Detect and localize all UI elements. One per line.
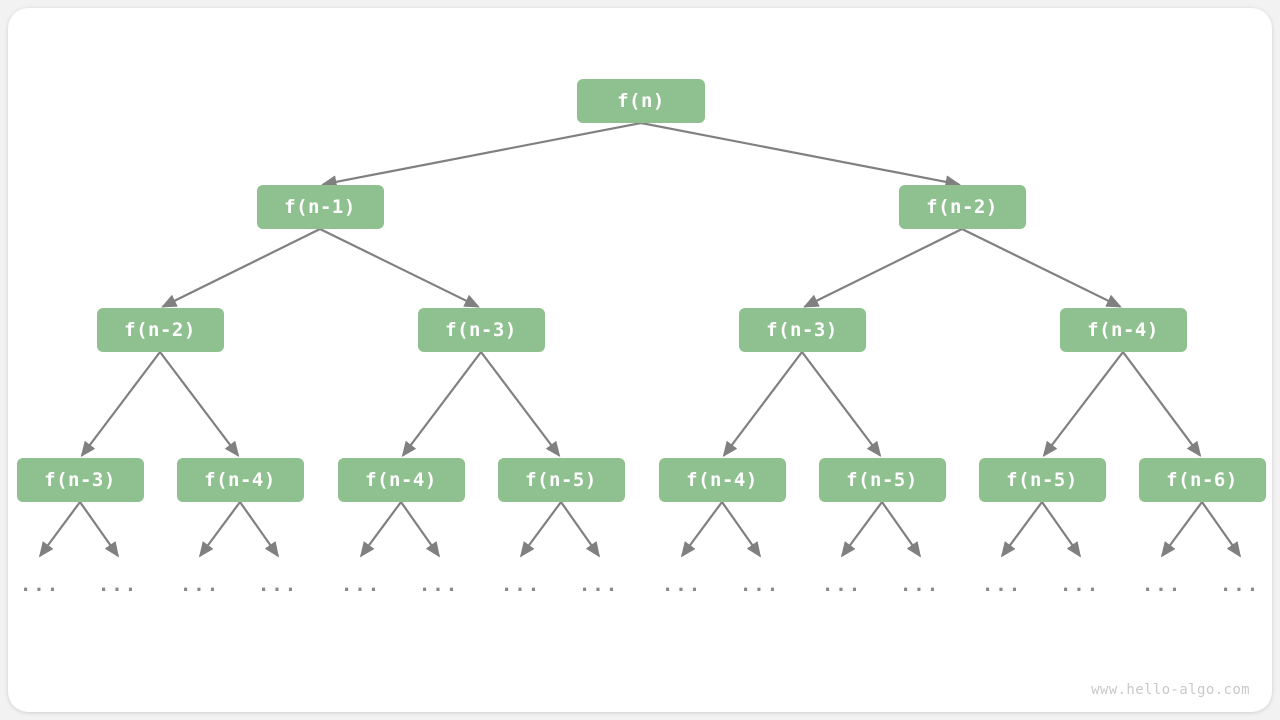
leaf-edge [239,501,280,558]
ellipsis-marker: ... [1219,574,1261,596]
leaf-edge [840,501,883,558]
tree-edge [722,351,803,458]
tree-edge [640,121,961,189]
tree-edge [801,351,882,458]
leaf-edge [79,501,120,558]
watermark: www.hello-algo.com [1091,682,1250,698]
leaf-edge [359,501,402,558]
tree-edges [80,121,1202,458]
tree-node[interactable]: f(n-4) [176,458,304,502]
leaf-edge [680,501,723,558]
tree-edge [480,351,561,458]
tree-node[interactable]: f(n-6) [1138,458,1266,502]
tree-node[interactable]: f(n-2) [96,308,224,352]
tree-node[interactable]: f(n-3) [738,308,866,352]
leaf-edge [400,501,441,558]
ellipsis-marker: ... [418,574,460,596]
tree-node[interactable]: f(n-4) [337,458,465,502]
ellipsis-marker: ... [97,574,139,596]
leaf-edge [1041,501,1082,558]
ellipsis-marker: ... [340,574,382,596]
ellipsis-marker: ... [899,574,941,596]
tree-node[interactable]: f(n-2) [898,185,1026,229]
leaf-edge [1160,501,1203,558]
tree-node[interactable]: f(n-5) [497,458,625,502]
leaf-edge [881,501,922,558]
tree-node[interactable]: f(n) [577,79,705,123]
ellipsis-marker: ... [179,574,221,596]
tree-node[interactable]: f(n-3) [16,458,144,502]
tree-edge [319,228,480,308]
leaf-edge [721,501,762,558]
diagram-card: f(n) f(n-1) f(n-2) f(n-2) f(n-3) f(n-3) f(n-4)… [8,8,1272,712]
ellipsis-marker: ... [1141,574,1183,596]
ellipsis-marker: ... [821,574,863,596]
tree-edge [1122,351,1202,458]
leaf-edge [519,501,562,558]
tree-edge [161,228,321,308]
leaf-edge [560,501,601,558]
tree-node[interactable]: f(n-3) [417,308,545,352]
tree-node[interactable]: f(n-5) [818,458,946,502]
leaf-edge [1201,501,1242,558]
leaf-edge [38,501,81,558]
leaf-edge [1000,501,1043,558]
tree-node[interactable]: f(n-1) [256,185,384,229]
ellipsis-marker: ... [19,574,61,596]
leaf-edges [38,501,1242,558]
ellipsis-marker: ... [739,574,781,596]
ellipsis-marker: ... [661,574,703,596]
ellipsis-marker: ... [981,574,1023,596]
tree-edge [159,351,240,458]
ellipsis-marker: ... [257,574,299,596]
ellipsis-marker: ... [500,574,542,596]
tree-edge [803,228,963,308]
tree-node[interactable]: f(n-5) [978,458,1106,502]
tree-edge [401,351,482,458]
diagram-stage: f(n) f(n-1) f(n-2) f(n-2) f(n-3) f(n-3) f(n-4)… [8,8,1272,712]
tree-node[interactable]: f(n-4) [658,458,786,502]
tree-edge [321,121,642,189]
tree-edge [80,351,161,458]
tree-edge [961,228,1122,308]
ellipsis-marker: ... [1059,574,1101,596]
ellipsis-marker: ... [578,574,620,596]
leaf-edge [198,501,241,558]
tree-edge [1042,351,1124,458]
tree-node[interactable]: f(n-4) [1059,308,1187,352]
